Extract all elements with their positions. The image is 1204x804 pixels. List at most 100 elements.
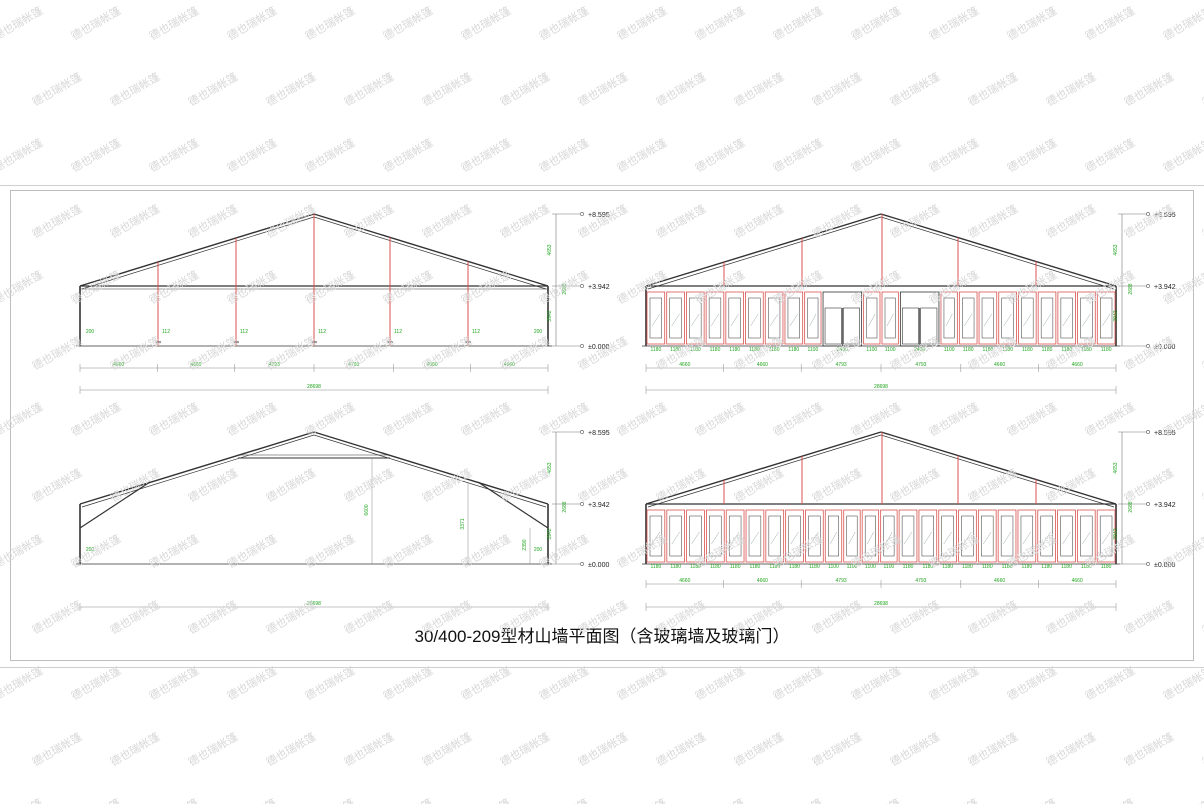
glass-panel-frame — [745, 291, 764, 345]
glass-pane — [1100, 297, 1113, 339]
glass-pane — [689, 297, 702, 339]
glass-door-leaf — [824, 307, 842, 345]
glass-reflection — [1062, 313, 1071, 327]
glass-panel-frame — [978, 291, 998, 345]
glass-pane — [1080, 515, 1093, 557]
bay-dim-label: 4660 — [994, 578, 1005, 584]
bay-dim-label: 4660 — [757, 362, 768, 368]
glass-reflection — [1023, 313, 1032, 327]
glass-pane — [728, 297, 741, 339]
module-dim-label: 1180 — [789, 564, 800, 570]
module-dim-label: 1180 — [903, 564, 914, 570]
post-size-label: 112 — [318, 329, 326, 335]
glass-pane — [748, 515, 762, 557]
glass-panel-frame — [997, 509, 1017, 563]
drawing-caption: 30/400-209型材山墙平面图（含玻璃墙及玻璃门） — [414, 627, 790, 646]
module-dim-label: 1180 — [670, 564, 681, 570]
rafter-right — [880, 213, 1117, 287]
glass-panel-frame — [725, 509, 745, 563]
module-dim-label: 1180 — [710, 564, 721, 570]
glass-pane — [981, 297, 994, 339]
glass-reflection — [810, 531, 819, 545]
elevation-marker — [580, 430, 584, 434]
glass-reflection — [671, 313, 680, 327]
glass-panel-frame — [1018, 291, 1037, 345]
glass-reflection — [866, 531, 874, 545]
post-size-label: 112 — [472, 329, 480, 335]
glass-reflection — [903, 531, 913, 545]
module-dim-label: 1180 — [1022, 347, 1033, 353]
module-dim-label: 1180 — [1081, 564, 1092, 570]
elevation-marker — [1146, 284, 1150, 288]
glass-reflection — [1082, 313, 1091, 327]
module-dim-label: 1180 — [962, 564, 973, 570]
dim-lower-label: 3942 — [1113, 310, 1119, 321]
elevation-marker — [1146, 212, 1150, 216]
glass-reflection — [1082, 531, 1091, 545]
bay-dim-label: 4660 — [757, 578, 768, 584]
module-dim-label: 1100 — [865, 564, 876, 570]
module-dim-label: 1180 — [1061, 347, 1072, 353]
rafter-left — [79, 431, 315, 505]
glass-panel-frame — [784, 291, 804, 345]
rafter-left-inner — [81, 434, 315, 508]
dim-lower-label: 3942 — [547, 310, 553, 321]
bay-dim-label: 4660 — [190, 362, 201, 368]
elevation-top-label: +8.595 — [1154, 430, 1176, 437]
glass-pane — [649, 297, 662, 339]
glass-pane — [709, 515, 722, 557]
rafter-right — [313, 431, 549, 505]
overall-dim-label: 28698 — [874, 601, 888, 607]
dim-mid-label: 2688 — [562, 283, 568, 294]
glass-reflection — [943, 531, 952, 545]
module-dim-label: 1180 — [730, 564, 741, 570]
post-size-label: 200 — [86, 329, 95, 335]
glass-pane — [808, 515, 821, 557]
glass-pane — [669, 515, 682, 557]
bay-dim-label: 4660 — [113, 362, 124, 368]
elevation-marker — [1146, 562, 1150, 566]
height-dim-label: 6600 — [364, 504, 370, 515]
elevation-zero-label: ±0.000 — [1154, 344, 1175, 351]
dim-mid-label: 2688 — [1128, 283, 1134, 294]
glass-pane — [1021, 297, 1034, 339]
glass-reflection — [1042, 531, 1051, 545]
module-dim-label: 1100 — [828, 564, 839, 570]
sheet-inner-frame — [10, 190, 1194, 661]
glass-panel-frame — [686, 291, 705, 345]
overall-dim-label: 28698 — [874, 384, 888, 390]
glass-pane — [961, 515, 974, 557]
glass-reflection — [710, 313, 720, 327]
glass-panel-frame — [977, 509, 997, 563]
glass-reflection — [964, 313, 973, 327]
rafter-right — [880, 431, 1117, 505]
module-dim-label: 1100 — [944, 347, 955, 353]
bay-dim-label: 4660 — [679, 362, 690, 368]
rafter-right-inner — [313, 434, 547, 508]
module-dim-label: 1180 — [1061, 564, 1072, 570]
glass-panel-frame — [824, 509, 843, 563]
glass-pane — [1000, 515, 1014, 557]
glass-pane — [649, 515, 663, 557]
module-dim-label: 1100 — [885, 347, 896, 353]
elevation-marker — [580, 562, 584, 566]
glass-reflection — [809, 313, 817, 327]
bay-dim-label: 4660 — [994, 362, 1005, 368]
rafter-right — [313, 213, 549, 287]
glass-reflection — [963, 531, 972, 545]
glass-reflection — [868, 313, 876, 327]
module-dim-label: 1180 — [769, 347, 780, 353]
elevation-marker — [1146, 502, 1150, 506]
overall-dim-label: 28698 — [307, 601, 321, 607]
glass-reflection — [1002, 531, 1012, 545]
glass-reflection — [730, 313, 739, 327]
module-dim-label: 1180 — [750, 564, 761, 570]
glass-reflection — [886, 313, 894, 327]
glass-reflection — [923, 531, 932, 545]
glass-pane — [1080, 297, 1093, 339]
glass-panel-frame — [666, 509, 686, 563]
module-dim-label: 1180 — [650, 347, 661, 353]
module-dim-label: 1180 — [922, 564, 933, 570]
